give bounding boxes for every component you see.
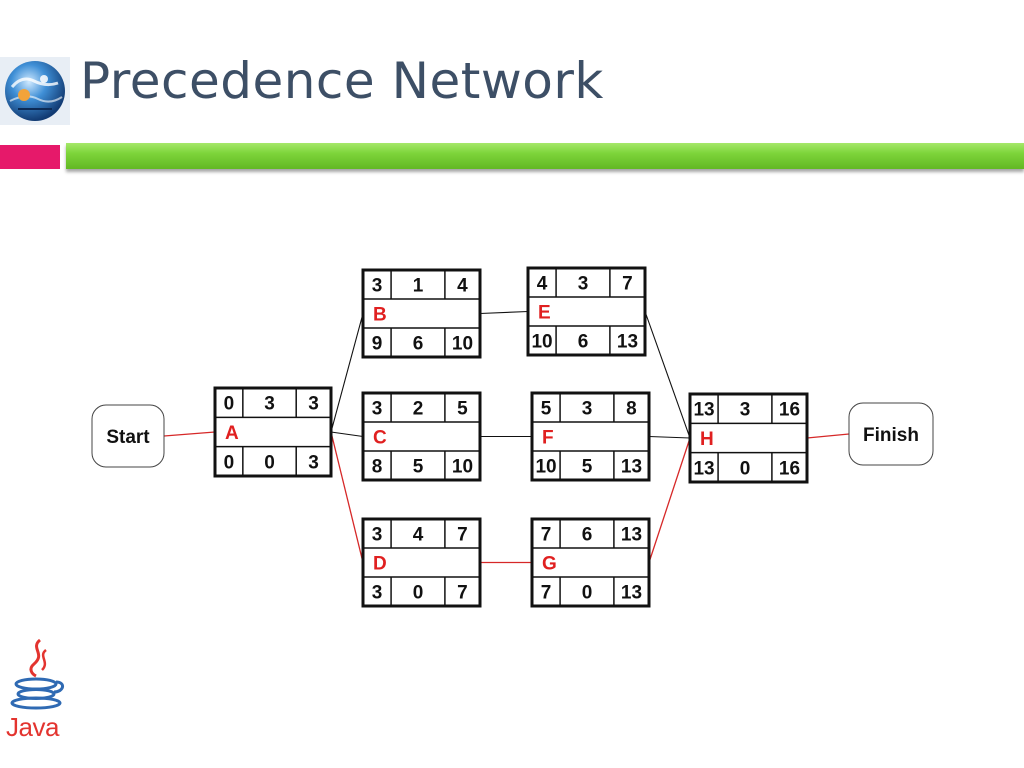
activity-lf: 13 [621, 583, 642, 604]
activity-c: 3 2 5 8 5 10 C [361, 391, 482, 482]
accent-bar-pink [0, 145, 60, 169]
activity-ef: 4 [457, 276, 468, 297]
link-f-h [648, 435, 691, 439]
activity-es: 4 [537, 274, 548, 295]
activity-label: B [373, 305, 387, 326]
activity-lf: 13 [617, 332, 638, 353]
activity-es: 0 [224, 394, 235, 415]
activity-duration: 1 [413, 276, 424, 297]
activity-label: A [225, 423, 239, 444]
activity-lf: 10 [452, 457, 473, 478]
link-b-e [479, 310, 529, 315]
activity-ls: 8 [372, 457, 383, 478]
activity-es: 3 [372, 276, 383, 297]
activity-f: 5 3 8 10 5 13 F [530, 391, 651, 482]
globe-logo-icon [0, 57, 70, 125]
link-h-finish [806, 433, 850, 439]
activity-duration: 3 [740, 400, 751, 421]
activity-b: 3 1 4 9 6 10 B [361, 268, 482, 359]
java-logo-icon [10, 638, 64, 710]
activity-es: 13 [693, 400, 714, 421]
activity-ls: 9 [372, 334, 383, 355]
activity-ef: 7 [457, 525, 468, 546]
activity-label: E [538, 303, 551, 324]
activity-duration: 6 [582, 525, 593, 546]
activity-es: 5 [541, 399, 552, 420]
activity-lf: 3 [308, 452, 319, 473]
activity-total-float: 6 [413, 334, 424, 355]
activity-ef: 5 [457, 399, 468, 420]
activity-ef: 8 [626, 399, 637, 420]
activity-total-float: 5 [582, 457, 593, 478]
activity-total-float: 0 [264, 452, 275, 473]
accent-bar-green [66, 143, 1024, 169]
link-a-d [330, 431, 364, 563]
activity-duration: 3 [264, 394, 275, 415]
activity-total-float: 6 [578, 332, 589, 353]
activity-total-float: 0 [413, 583, 424, 604]
link-e-h [644, 311, 691, 439]
java-logo-text: Java [6, 712, 59, 742]
activity-label: H [700, 429, 714, 450]
activity-lf: 16 [779, 458, 800, 479]
activity-label: C [373, 428, 387, 449]
link-a-c [330, 431, 364, 438]
activity-ef: 13 [621, 525, 642, 546]
terminal-label: Start [106, 427, 150, 448]
activity-label: D [373, 554, 387, 575]
activity-ls: 3 [372, 583, 383, 604]
activity-lf: 13 [621, 457, 642, 478]
activity-e: 4 3 7 10 6 13 E [526, 266, 647, 357]
activity-total-float: 0 [582, 583, 593, 604]
activity-ef: 16 [779, 400, 800, 421]
activity-es: 7 [541, 525, 552, 546]
activity-ls: 13 [693, 458, 714, 479]
activity-duration: 4 [413, 525, 424, 546]
network-links [163, 310, 850, 564]
activity-es: 3 [372, 399, 383, 420]
activity-duration: 2 [413, 399, 424, 420]
activity-ls: 10 [531, 332, 552, 353]
activity-lf: 7 [457, 583, 468, 604]
link-g-h [648, 437, 691, 563]
activity-ef: 3 [308, 394, 319, 415]
activity-total-float: 5 [413, 457, 424, 478]
activity-lf: 10 [452, 334, 473, 355]
activity-ls: 10 [535, 457, 556, 478]
activity-ls: 0 [224, 452, 235, 473]
activity-duration: 3 [578, 274, 589, 295]
activity-label: G [542, 554, 557, 575]
slide-title: Precedence Network [80, 52, 604, 110]
activity-es: 3 [372, 525, 383, 546]
terminal-label: Finish [863, 425, 919, 446]
activity-duration: 3 [582, 399, 593, 420]
activity-ls: 7 [541, 583, 552, 604]
activity-ef: 7 [622, 274, 633, 295]
link-a-b [330, 313, 364, 433]
link-start-a [163, 431, 216, 437]
terminal-finish: Finish [848, 402, 934, 466]
terminal-start: Start [91, 404, 165, 468]
activity-total-float: 0 [740, 458, 751, 479]
activity-label: F [542, 428, 554, 449]
